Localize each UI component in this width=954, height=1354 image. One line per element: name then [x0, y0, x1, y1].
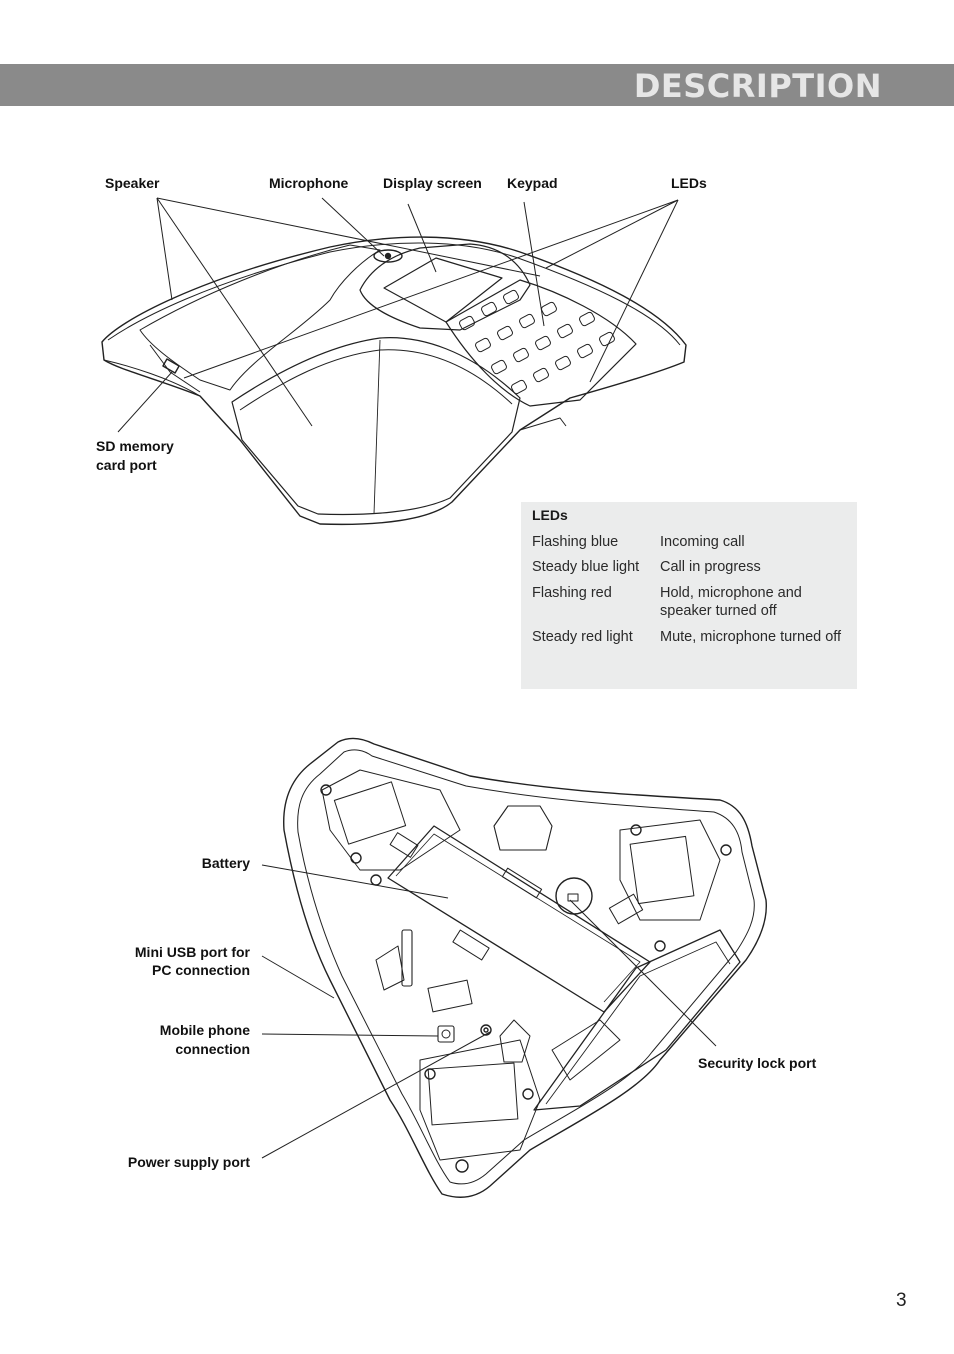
led-state: Flashing red: [532, 585, 612, 601]
led-meaning: Call in progress: [660, 559, 761, 575]
label-power-supply: Power supply port: [127, 1154, 250, 1170]
label-leds: LEDs: [671, 175, 707, 191]
label-battery: Battery: [201, 855, 250, 871]
page-title: DESCRIPTION: [633, 67, 882, 105]
label-sd-card-line1: SD memory: [96, 438, 174, 454]
page-number: 3: [896, 1290, 907, 1311]
label-mini-usb-line2: PC connection: [151, 962, 250, 978]
led-state: Flashing blue: [532, 534, 619, 550]
led-info-box: LEDs Flashing blue Incoming call Steady …: [521, 502, 857, 689]
label-security-lock: Security lock port: [698, 1055, 817, 1071]
led-meaning: Mute, microphone turned off: [660, 629, 842, 645]
led-meaning: Hold, microphone and speaker turned off: [660, 585, 802, 619]
label-microphone: Microphone: [269, 175, 349, 191]
label-mobile-line2: connection: [175, 1041, 250, 1057]
label-mini-usb-line1: Mini USB port for: [134, 944, 250, 960]
label-keypad: Keypad: [507, 175, 558, 191]
led-meaning: Incoming call: [660, 534, 745, 550]
led-box-title: LEDs: [532, 507, 568, 523]
label-mobile-line1: Mobile phone: [159, 1022, 250, 1038]
led-state: Steady red light: [532, 629, 633, 645]
label-sd-card-line2: card port: [96, 457, 157, 473]
led-state: Steady blue light: [532, 559, 640, 575]
header-band: DESCRIPTION: [0, 64, 954, 106]
label-display-screen: Display screen: [383, 175, 482, 191]
label-speaker: Speaker: [105, 175, 160, 191]
